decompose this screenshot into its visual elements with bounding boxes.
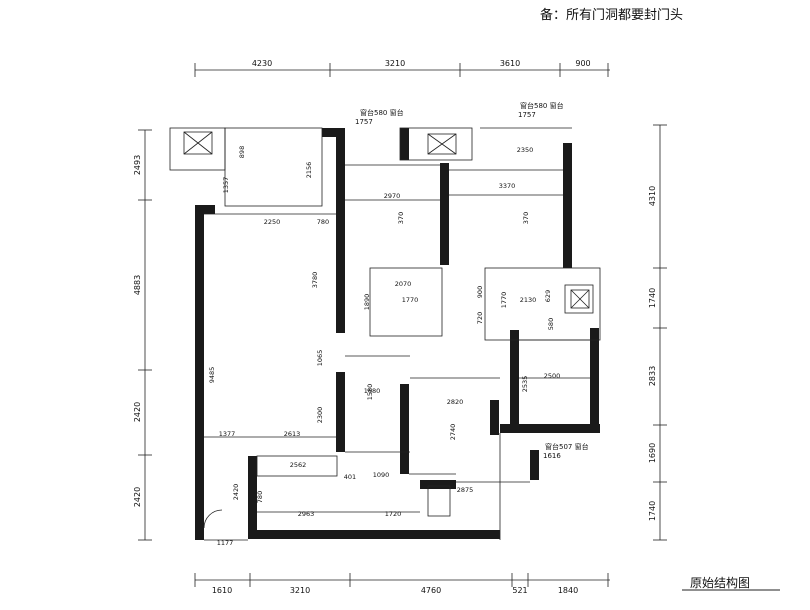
dim-left-1: 2493 — [133, 155, 142, 175]
inner-dim: 2820 — [447, 398, 464, 406]
inner-dim: 2963 — [298, 510, 315, 518]
dim-right-4: 1690 — [648, 443, 657, 463]
inner-dim: 1580 — [366, 384, 374, 401]
dim-left-3: 2420 — [133, 402, 142, 422]
inner-dim: 3780 — [311, 272, 319, 289]
dim-right-5: 1740 — [648, 501, 657, 521]
duct-shafts — [183, 131, 590, 309]
dim-left-2: 4883 — [133, 275, 142, 295]
inner-dim: 2500 — [544, 372, 561, 380]
window-note-1-dim: 1757 — [355, 118, 373, 126]
inner-dim: 1680 — [364, 387, 381, 395]
inner-dim: 580 — [547, 318, 555, 330]
dim-bottom-4: 521 — [512, 586, 527, 595]
plan-lines — [169, 127, 601, 541]
general-note: 备：所有门洞都要封门头 — [540, 8, 684, 23]
inner-dim: 629 — [544, 290, 552, 302]
dim-top-2: 3210 — [385, 59, 405, 68]
inner-dim: 2350 — [517, 146, 534, 154]
dim-top-3: 3610 — [500, 59, 520, 68]
inner-dim: 9485 — [208, 367, 216, 384]
inner-dim: 2250 — [264, 218, 281, 226]
dim-left-4: 2420 — [133, 487, 142, 507]
inner-dim: 2535 — [521, 376, 529, 393]
dim-top-4: 900 — [575, 59, 590, 68]
door-swing — [203, 509, 223, 529]
dim-top-1: 4230 — [252, 59, 272, 68]
drawing-title: 原始结构图 — [690, 576, 751, 590]
inner-dim: 1065 — [316, 350, 324, 367]
inner-dim: 2740 — [449, 424, 457, 441]
inner-dim: 2875 — [457, 486, 474, 494]
inner-dim: 898 — [238, 146, 246, 158]
inner-dim: 370 — [397, 212, 405, 224]
inner-dim: 2070 — [395, 280, 412, 288]
inner-dim: 2156 — [305, 162, 313, 179]
dimension-lines — [138, 63, 667, 587]
dim-right-1: 4310 — [648, 186, 657, 206]
window-note-1: 窗台580 窗台 — [360, 108, 404, 117]
dim-bottom-3: 4760 — [421, 586, 441, 595]
inner-dim: 2130 — [520, 296, 537, 304]
inner-dim: 2562 — [290, 461, 307, 469]
inner-dim: 2613 — [284, 430, 301, 438]
inner-dim: 401 — [344, 473, 356, 481]
inner-dim: 720 — [476, 312, 484, 324]
window-note-3-dim: 1616 — [543, 452, 561, 460]
inner-dim: 2420 — [232, 484, 240, 501]
window-note-2-dim: 1757 — [518, 111, 536, 119]
inner-dim: 1770 — [402, 296, 419, 304]
inner-dim: 2970 — [384, 192, 401, 200]
inner-dim: 900 — [476, 286, 484, 298]
dim-bottom-1: 1610 — [212, 586, 232, 595]
inner-dim: 1177 — [217, 539, 234, 547]
inner-dim: 1090 — [373, 471, 390, 479]
inner-dim: 1890 — [363, 294, 371, 311]
inner-dim: 1770 — [500, 292, 508, 309]
inner-dim: 780 — [256, 491, 264, 503]
inner-dim: 780 — [317, 218, 329, 226]
inner-dim: 3370 — [499, 182, 516, 190]
dim-right-2: 1740 — [648, 288, 657, 308]
dim-right-3: 2833 — [648, 366, 657, 386]
dim-bottom-5: 1840 — [558, 586, 578, 595]
dim-bottom-2: 3210 — [290, 586, 310, 595]
inner-dim: 1357 — [222, 177, 230, 194]
inner-dim: 2300 — [316, 407, 324, 424]
inner-dim: 1720 — [385, 510, 402, 518]
window-note-3: 窗台507 窗台 — [545, 442, 589, 451]
window-note-2: 窗台580 窗台 — [520, 101, 564, 110]
walls — [195, 128, 600, 540]
inner-dim: 1377 — [219, 430, 236, 438]
inner-dim: 370 — [522, 212, 530, 224]
